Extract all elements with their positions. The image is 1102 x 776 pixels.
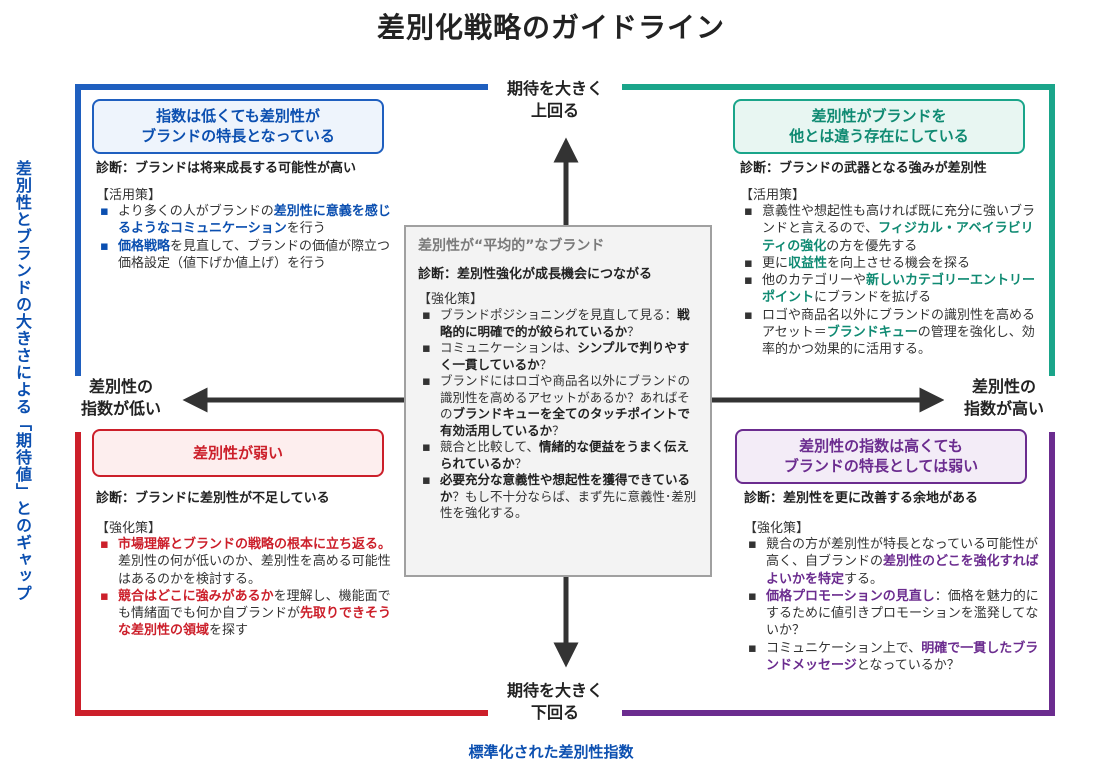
item-text: を向上させる機会を探る	[827, 255, 971, 271]
item-text: ：価格を魅力的にするために値引きプロモーションを濫発してないか？	[766, 588, 1039, 639]
list-item: コミュニケーション上で、明確で一貫したブランドメッセージとなっているか？	[744, 640, 1040, 675]
q2-section-label: 【活用策】	[740, 188, 806, 203]
frame-top-right	[622, 84, 1055, 400]
list-item: 競合はどこに強みがあるかを理解し、機能面でも情緒面でも何か自ブランドが先取りでき…	[96, 588, 392, 640]
list-item: 価格プロモーションの見直し：価格を魅力的にするために値引きプロモーションを濫発し…	[744, 588, 1040, 640]
center-list: ブランドポジショニングを見直して見る：戦略的に明確で的が絞られているか？コミュニ…	[418, 307, 698, 522]
item-text: コミュニケーション上で、	[766, 640, 922, 656]
item-text: となっているか？	[856, 657, 960, 673]
list-item: 更に収益性を向上させる機会を探る	[740, 255, 1046, 273]
axis-label-right: 差別性の 指数が高い	[944, 376, 1064, 420]
item-text: 差別性の何が低いのか、差別性を高める可能性はあるのかを検討する。	[118, 554, 391, 587]
q2-badge: 差別性がブランドを 他とは違う存在にしている	[733, 99, 1025, 154]
q4-badge: 差別性の指数は高くても ブランドの特長としては弱い	[735, 429, 1027, 484]
q2-body: 【活用策】 意義性や想起性も高ければ既に充分に強いブランドと言えるので、フィジカ…	[740, 184, 1046, 359]
item-text: コミュニケーションは、	[440, 340, 578, 355]
highlight-text: 市場理解とブランドの戦略の根本に立ち返る。	[118, 537, 392, 552]
q3-section-label: 【強化策】	[96, 521, 162, 536]
list-item: ブランドにはロゴや商品名以外にブランドの識別性を高めるアセットがあるか？あればそ…	[418, 373, 698, 439]
highlight-text: 必要充分な意義性や想起性を獲得できているか	[440, 472, 691, 504]
q2-diagnosis: 診断：ブランドの武器となる強みが差別性	[740, 161, 987, 176]
highlight-text: 戦略的に明確で的が絞られているか	[440, 307, 690, 339]
q1-diagnosis: 診断：ブランドは将来成長する可能性が高い	[96, 161, 357, 176]
q4-list: 競合の方が差別性が特長となっている可能性が高く、自ブランドの差別性のどこを強化す…	[744, 536, 1040, 674]
highlight-text: 価格戦略	[118, 238, 171, 254]
center-title: 差別性が“平均的”なブランド	[418, 238, 605, 254]
list-item: 他のカテゴリーや新しいカテゴリーエントリーポイントにブランドを拡げる	[740, 272, 1046, 307]
highlight-text: 情緒的な便益をうまく伝えられているか	[440, 439, 690, 471]
list-item: 価格戦略を見直して、ブランドの価値が際立つ価格設定（値下げか値上げ）を行う	[96, 238, 396, 273]
highlight-text: 明確で一貫したブランドメッセージ	[766, 640, 1039, 673]
item-text: の管理を強化し、効率的かつ効果的に活用する。	[762, 324, 1035, 358]
highlight-text: シンプルで判りやすく一貫しているか	[440, 340, 690, 372]
q3-list: 市場理解とブランドの戦略の根本に立ち返る。差別性の何が低いのか、差別性を高める可…	[96, 536, 392, 640]
list-item: 市場理解とブランドの戦略の根本に立ち返る。差別性の何が低いのか、差別性を高める可…	[96, 536, 392, 588]
list-item: コミュニケーションは、シンプルで判りやすく一貫しているか？	[418, 340, 698, 373]
q1-section-label: 【活用策】	[96, 188, 162, 203]
q1-badge: 指数は低くても差別性が ブランドの特長となっている	[92, 99, 384, 154]
item-text: ブランドにはロゴや商品名以外にブランドの識別性を高めるアセットがあるか？あればそ…	[440, 373, 691, 421]
item-text: する。	[844, 571, 884, 587]
highlight-text: 収益性	[788, 255, 828, 271]
item-text: を見直して、ブランドの価値が際立つ価格設定（値下げか値上げ）を行う	[118, 238, 390, 271]
q1-list: より多くの人がブランドの差別性に意義を感じるようなコミュニケーションを行う価格戦…	[96, 203, 396, 272]
list-item: 必要充分な意義性や想起性を獲得できているか？もし不十分ならば、まず先に意義性･差…	[418, 472, 698, 522]
frame-bottom-right	[622, 432, 1055, 716]
item-text: 競合の方が差別性が特長となっている可能性が高く、自ブランドの	[766, 537, 1038, 570]
list-item: 競合と比較して、情緒的な便益をうまく伝えられているか？	[418, 439, 698, 472]
q2-list: 意義性や想起性も高ければ既に充分に強いブランドと言えるので、フィジカル・アベイラ…	[740, 203, 1046, 359]
item-text: を理解し、機能面でも情緒面でも何か自ブランドが	[118, 588, 391, 622]
q4-section-label: 【強化策】	[744, 521, 810, 536]
item-text: にブランドを拡げる	[814, 290, 932, 306]
list-item: 意義性や想起性も高ければ既に充分に強いブランドと言えるので、フィジカル・アベイラ…	[740, 203, 1046, 255]
item-text: ロゴや商品名以外にブランドの識別性を高めるアセット＝	[762, 307, 1036, 340]
frame-bottom-left	[75, 432, 488, 716]
x-axis-label: 標準化された差別性指数	[468, 743, 634, 761]
axis-label-top: 期待を大きく 上回る	[490, 78, 620, 122]
q1-body: 【活用策】 より多くの人がブランドの差別性に意義を感じるようなコミュニケーション…	[96, 184, 396, 272]
item-text: より多くの人がブランドの	[118, 204, 274, 219]
list-item: ロゴや商品名以外にブランドの識別性を高めるアセット＝ブランドキューの管理を強化し…	[740, 307, 1046, 359]
axis-label-left: 差別性の 指数が低い	[66, 376, 176, 420]
item-text: 更に	[762, 255, 789, 271]
highlight-text: 競合はどこに強みがあるか	[118, 588, 274, 604]
list-item: 競合の方が差別性が特長となっている可能性が高く、自ブランドの差別性のどこを強化す…	[744, 536, 1040, 588]
item-text: 他のカテゴリーや	[762, 273, 867, 289]
y-axis-label: 差別性とブランドの大きさによる「期待値」とのギャップ	[13, 160, 32, 602]
item-text: ブランドポジショニングを見直して見る：	[440, 307, 678, 322]
q3-badge: 差別性が弱い	[92, 429, 384, 478]
q3-body: 【強化策】 市場理解とブランドの戦略の根本に立ち返る。差別性の何が低いのか、差別…	[96, 517, 392, 640]
highlight-text: 差別性のどこを強化すればよいかを特定	[766, 554, 1039, 587]
item-text: ？	[539, 356, 553, 372]
center-box: 差別性が“平均的”なブランド 診断：差別性強化が成長機会につながる 【強化策】 …	[404, 225, 712, 577]
item-text: 競合と比較して、	[440, 439, 540, 454]
item-text: を探す	[209, 623, 249, 639]
center-diagnosis: 診断：差別性強化が成長機会につながる	[418, 267, 653, 282]
highlight-text: ブランドキューを全てのタッチポイントで有効活用しているか	[440, 406, 691, 438]
axis-label-bottom: 期待を大きく 下回る	[490, 680, 620, 724]
highlight-text: フィジカル・アベイラビリティの強化	[762, 221, 1034, 254]
q3-diagnosis: 診断：ブランドに差別性が不足している	[96, 491, 330, 506]
item-text: を行う	[286, 221, 326, 237]
highlight-text: 先取りできそうな差別性の領域	[118, 606, 392, 639]
highlight-text: 価格プロモーションの見直し	[766, 588, 935, 604]
highlight-text: 新しいカテゴリーエントリーポイント	[762, 273, 1036, 306]
page-title: 差別化戦略のガイドライン	[376, 11, 725, 44]
item-text: ？	[514, 455, 528, 471]
highlight-text: ブランドキュー	[826, 324, 918, 340]
list-item: より多くの人がブランドの差別性に意義を感じるようなコミュニケーションを行う	[96, 203, 396, 238]
item-text: ？もし不十分ならば、まず先に意義性･差別性を強化する。	[440, 488, 697, 521]
center-section-label: 【強化策】	[418, 292, 484, 307]
item-text: 意義性や想起性も高ければ既に充分に強いブランドと言えるので、	[762, 204, 1036, 237]
item-text: ？	[552, 422, 565, 438]
item-text: の方を優先する	[826, 238, 918, 254]
list-item: ブランドポジショニングを見直して見る：戦略的に明確で的が絞られているか？	[418, 307, 698, 340]
q4-body: 【強化策】 競合の方が差別性が特長となっている可能性が高く、自ブランドの差別性の…	[744, 517, 1040, 674]
item-text: ？	[627, 323, 640, 339]
q4-diagnosis: 診断：差別性を更に改善する余地がある	[744, 491, 979, 506]
frame-top-left	[75, 84, 488, 400]
highlight-text: 差別性に意義を感じるようなコミュニケーション	[118, 204, 391, 237]
